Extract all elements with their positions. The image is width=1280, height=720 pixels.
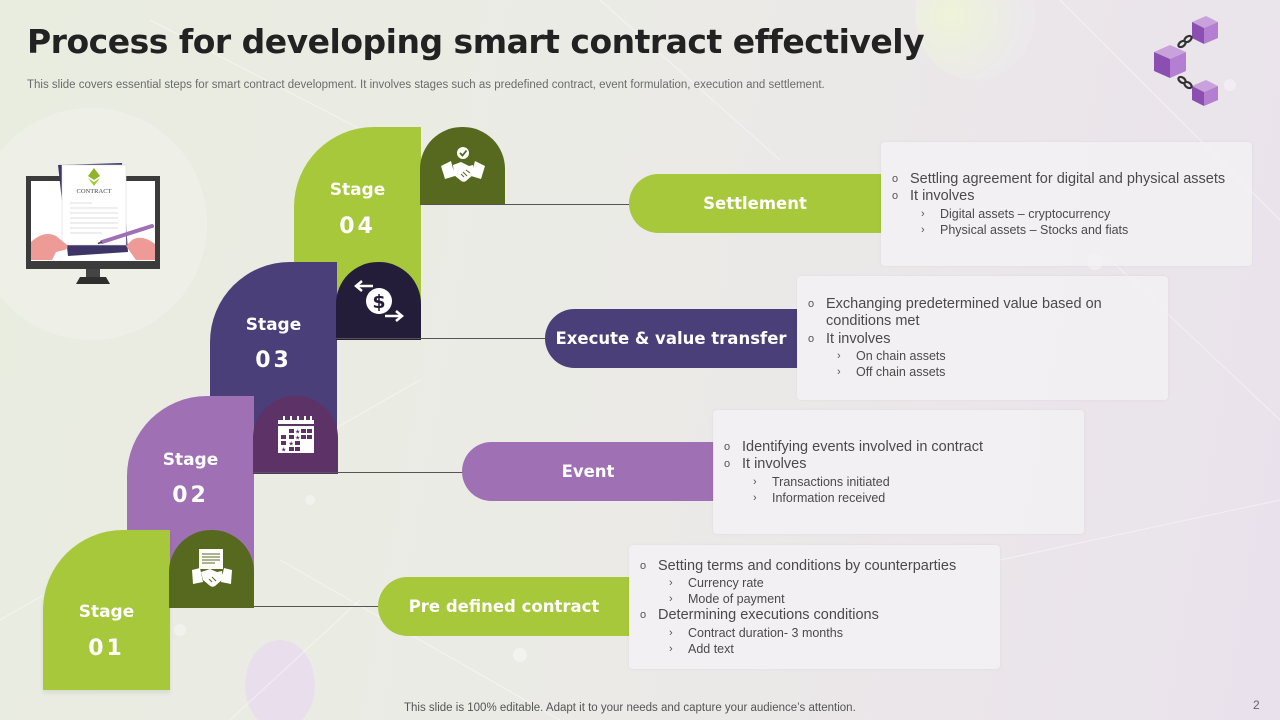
sub-bullet: ›Physical assets – Stocks and fiats	[921, 222, 1129, 237]
stage-02-connector	[253, 472, 465, 473]
stage-01-icon-cap	[169, 530, 254, 608]
sub-bullet: ›Mode of payment	[669, 592, 785, 606]
stage-03-icon-cap: $	[336, 262, 421, 340]
sub-bullet: ›Currency rate	[669, 576, 764, 590]
page-subtitle: This slide covers essential steps for sm…	[27, 79, 825, 91]
sub-bullet: ›Information received	[753, 490, 886, 505]
settlement-pill[interactable]: Settlement	[629, 174, 881, 233]
stage-04-icon-cap	[420, 127, 505, 205]
sub-bullet: ›Contract duration- 3 months	[669, 625, 843, 640]
svg-text:★: ★	[288, 441, 293, 448]
stage-03-number: 03	[255, 348, 292, 373]
stage-03-connector	[336, 338, 548, 339]
stage-01-connector	[254, 606, 382, 607]
blockchain-cubes-icon	[1154, 16, 1218, 106]
sub-bullet: ›On chain assets	[837, 349, 946, 364]
page-title: Process for developing smart contract ef…	[27, 22, 925, 61]
svg-text:★: ★	[295, 435, 300, 442]
sub-bullet: ›Digital assets – cryptocurrency	[921, 206, 1111, 221]
execute-value-transfer-pill[interactable]: Execute & value transfer	[545, 309, 797, 368]
svg-text:★: ★	[281, 447, 286, 454]
bg-glow-yellow	[915, 0, 1035, 80]
svg-text:★: ★	[295, 429, 300, 436]
sub-bullet: ›Off chain assets	[837, 365, 946, 380]
footer-note: This slide is 100% editable. Adapt it to…	[404, 702, 856, 714]
contract-signing-monitor-icon: CONTRACT	[26, 163, 160, 284]
dollar-exchange-icon: $	[353, 280, 404, 322]
bg-glow-pink	[245, 640, 315, 720]
stage-04-connector	[420, 204, 632, 205]
contract-handshake-icon	[191, 549, 232, 587]
stage-04-number: 04	[339, 214, 376, 239]
handshake-check-icon	[440, 147, 485, 182]
sub-bullet: ›Add text	[669, 641, 734, 656]
stage-02-label: Stage	[162, 450, 219, 470]
stage-03-label: Stage	[245, 315, 302, 335]
stage-01-number: 01	[88, 636, 125, 661]
stage-02-number: 02	[172, 483, 209, 508]
stage-02-icon-cap: ★★★★	[253, 396, 338, 474]
calendar-icon: ★★★★	[277, 416, 314, 454]
stage-01-label: Stage	[78, 602, 135, 622]
page-number: 2	[1253, 698, 1260, 712]
pre-defined-contract-pill[interactable]: Pre defined contract	[378, 577, 630, 636]
stage-01-block	[43, 530, 170, 690]
stage-04-label: Stage	[329, 180, 386, 200]
contract-label: CONTRACT	[76, 188, 111, 195]
event-pill[interactable]: Event	[462, 442, 714, 501]
sub-bullet: ›Transactions initiated	[753, 474, 890, 489]
svg-text:$: $	[372, 291, 385, 313]
